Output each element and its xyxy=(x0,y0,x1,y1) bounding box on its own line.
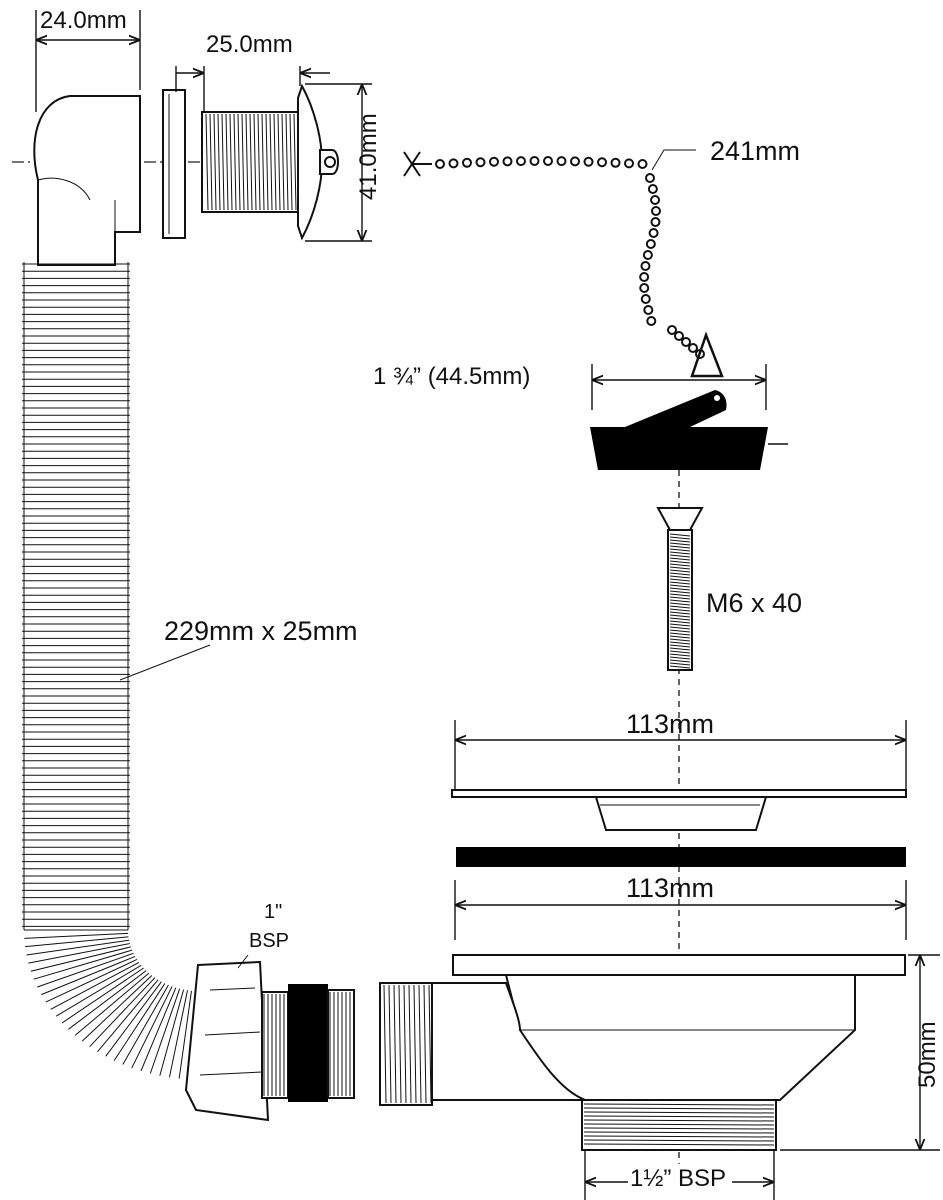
plug-diameter-label: 1 ¾” (44.5mm) xyxy=(373,363,530,390)
dim-overflow-height: 41.0mm xyxy=(305,83,382,242)
screw-m6x40: M6 x 40 xyxy=(656,507,802,671)
chain-length-label: 241mm xyxy=(710,136,800,166)
sink-flange xyxy=(451,789,907,831)
dim-body-height: 50mm xyxy=(780,954,941,1151)
plug-chain: 241mm xyxy=(403,136,800,359)
hose-label: 229mm x 25mm xyxy=(164,616,358,646)
dim-washer-width: 113mm xyxy=(454,873,907,940)
hose-connector-nut: 1" BSP xyxy=(184,901,355,1122)
hose-thread-size-label: 1" xyxy=(264,901,282,923)
overflow-elbow xyxy=(33,95,141,266)
flange-width-label: 113mm xyxy=(626,709,714,739)
overflow-height-label: 41.0mm xyxy=(355,113,382,200)
dim-flange-width: 113mm xyxy=(454,709,907,790)
connector-length-label: 25.0mm xyxy=(206,31,293,58)
overflow-hose: 229mm x 25mm xyxy=(22,262,358,1080)
hose-thread-type-label: BSP xyxy=(249,930,289,952)
elbow-depth-label: 24.0mm xyxy=(40,7,127,34)
body-height-label: 50mm xyxy=(914,1021,941,1088)
dim-elbow-depth: 24.0mm xyxy=(35,7,141,112)
plug-body xyxy=(590,427,768,470)
dim-plug-diameter: 1 ¾” (44.5mm) xyxy=(373,363,767,410)
side-outlet-thread xyxy=(379,982,433,1106)
overflow-assembly xyxy=(12,83,340,266)
flat-washer xyxy=(456,847,906,867)
chain-hook xyxy=(403,151,432,177)
outlet-thread-label: 1½” BSP xyxy=(630,1165,726,1192)
sink-plug xyxy=(590,331,788,470)
backnut-washer xyxy=(288,984,328,1102)
waste-body xyxy=(379,954,906,1151)
overflow-face-plate xyxy=(297,83,324,241)
screw-label: M6 x 40 xyxy=(706,588,802,618)
washer-width-label: 113mm xyxy=(626,873,714,903)
overflow-washer xyxy=(162,89,186,239)
dim-outlet-thread: 1½” BSP xyxy=(584,1150,775,1200)
dim-connector-length: 25.0mm xyxy=(175,31,330,112)
